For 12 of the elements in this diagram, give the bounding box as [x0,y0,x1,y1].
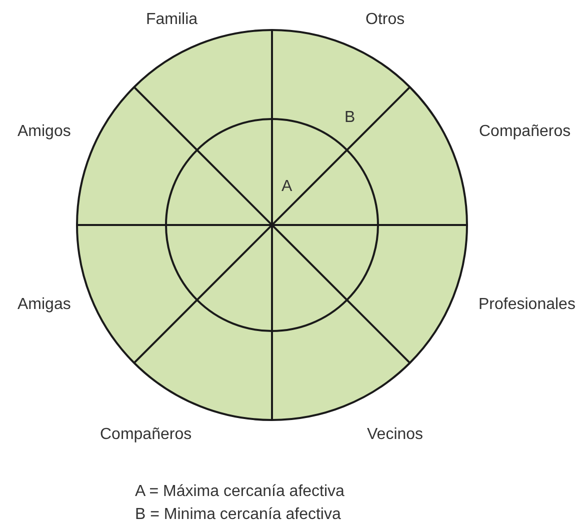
sector-label: Compañeros [479,123,571,141]
zone-label: A [282,178,292,196]
sector-label: Familia [146,11,198,29]
sector-label: Profesionales [478,296,576,314]
zone-label: B [344,109,356,127]
sector-label: Otros [366,11,405,29]
legend-note: B = Minima cercanía afectiva [135,506,341,524]
legend-note: A = Máxima cercanía afectiva [135,483,344,501]
sector-label: Vecinos [367,426,424,444]
sector-label: Compañeros [100,426,192,444]
sector-label: Amigas [18,296,71,314]
sector-label: Amigos [18,123,71,141]
